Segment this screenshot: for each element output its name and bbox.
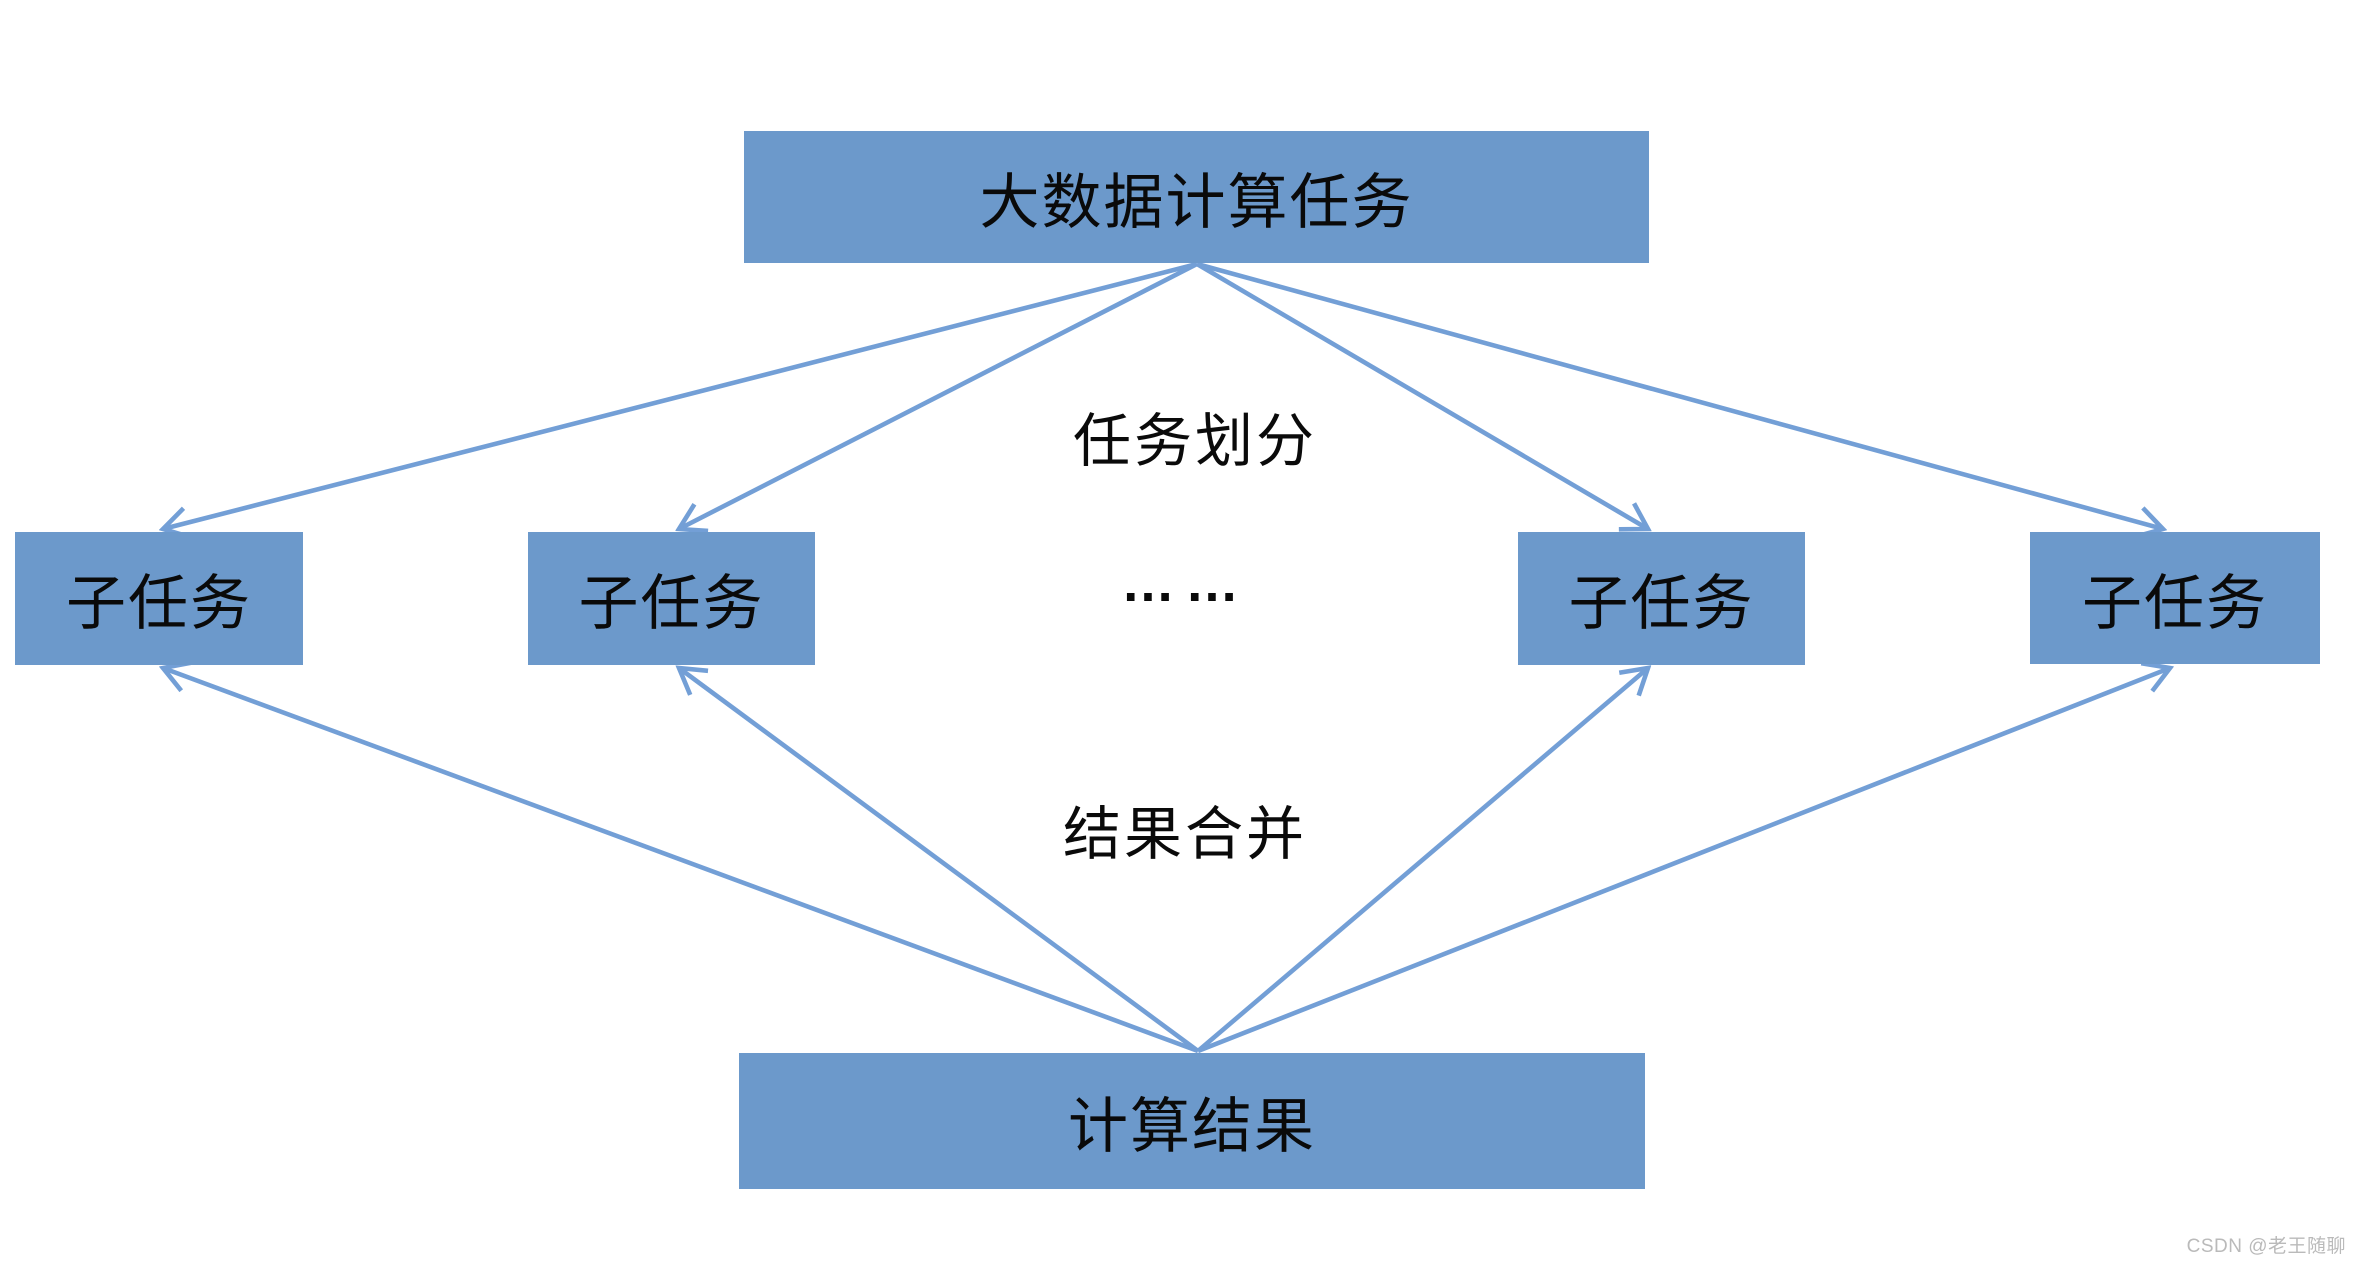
edge-split-to-subtask-1 [163, 261, 1198, 529]
node-big-data-task: 大数据计算任务 [744, 131, 1649, 263]
edge-merge-to-subtask-4 [1197, 668, 2170, 1054]
edge-merge-to-subtask-2 [679, 668, 1200, 1053]
node-subtask-3-label: 子任务 [1568, 570, 1755, 637]
node-subtask-2-label: 子任务 [578, 570, 765, 637]
node-compute-result-label: 计算结果 [1068, 1092, 1316, 1160]
node-subtask-1-label: 子任务 [66, 570, 252, 637]
watermark: CSDN @老王随聊 [2186, 1236, 2346, 1257]
edge-split-to-subtask-3 [1195, 262, 1648, 529]
node-compute-result: 计算结果 [739, 1053, 1645, 1189]
edge-split-to-subtask-2 [679, 261, 1199, 529]
node-big-data-task-label: 大数据计算任务 [979, 168, 1414, 236]
node-subtask-3: 子任务 [1518, 532, 1805, 665]
edge-split-to-subtask-4 [1196, 261, 2163, 529]
node-subtask-4-label: 子任务 [2082, 569, 2268, 637]
edge-merge-to-subtask-1 [163, 668, 1199, 1054]
label-result-merge: 结果合并 [1062, 802, 1308, 867]
label-ellipsis: …… [1121, 553, 1249, 613]
node-subtask-1: 子任务 [15, 532, 303, 665]
edge-merge-to-subtask-3 [1196, 668, 1648, 1053]
label-task-division: 任务划分 [1072, 409, 1318, 474]
node-subtask-2: 子任务 [528, 532, 815, 665]
node-subtask-4: 子任务 [2030, 532, 2320, 664]
